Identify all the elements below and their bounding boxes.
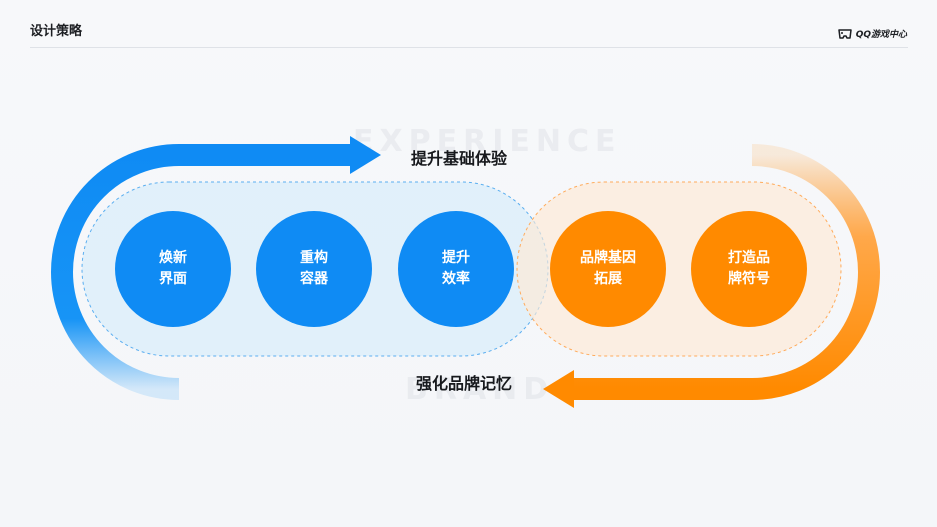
orange-loop-arrow <box>543 144 880 408</box>
node-line: 打造品 <box>728 250 770 266</box>
node-line: 品牌基因 <box>580 250 636 266</box>
flow-label-bottom: 强化品牌记忆 <box>416 374 513 393</box>
node-line: 容器 <box>300 271 328 287</box>
node-refresh-ui: 焕新 界面 <box>115 211 231 327</box>
node-line: 提升 <box>442 250 470 266</box>
node-line: 拓展 <box>594 271 622 287</box>
brand-name: QQ游戏中心 <box>855 30 907 40</box>
gamepad-icon <box>837 28 852 39</box>
node-brand-symbol: 打造品 牌符号 <box>691 211 807 327</box>
flow-label-top: 提升基础体验 <box>411 149 508 168</box>
node-line: 焕新 <box>159 250 187 266</box>
node-line: 效率 <box>442 271 470 287</box>
watermark-brand: BRAND <box>405 372 555 407</box>
watermark-experience: EXPERIENCE <box>353 124 622 159</box>
node-rebuild-container: 重构 容器 <box>256 211 372 327</box>
node-line: 重构 <box>300 250 328 266</box>
blue-loop-arrow <box>51 136 381 400</box>
node-line: 牌符号 <box>728 271 770 287</box>
node-brand-gene: 品牌基因 拓展 <box>550 211 666 327</box>
node-improve-efficiency: 提升 效率 <box>398 211 514 327</box>
node-line: 界面 <box>159 271 187 287</box>
page-title: 设计策略 <box>30 24 83 39</box>
header-divider <box>30 47 908 48</box>
brand-logo: QQ游戏中心 <box>837 27 907 40</box>
